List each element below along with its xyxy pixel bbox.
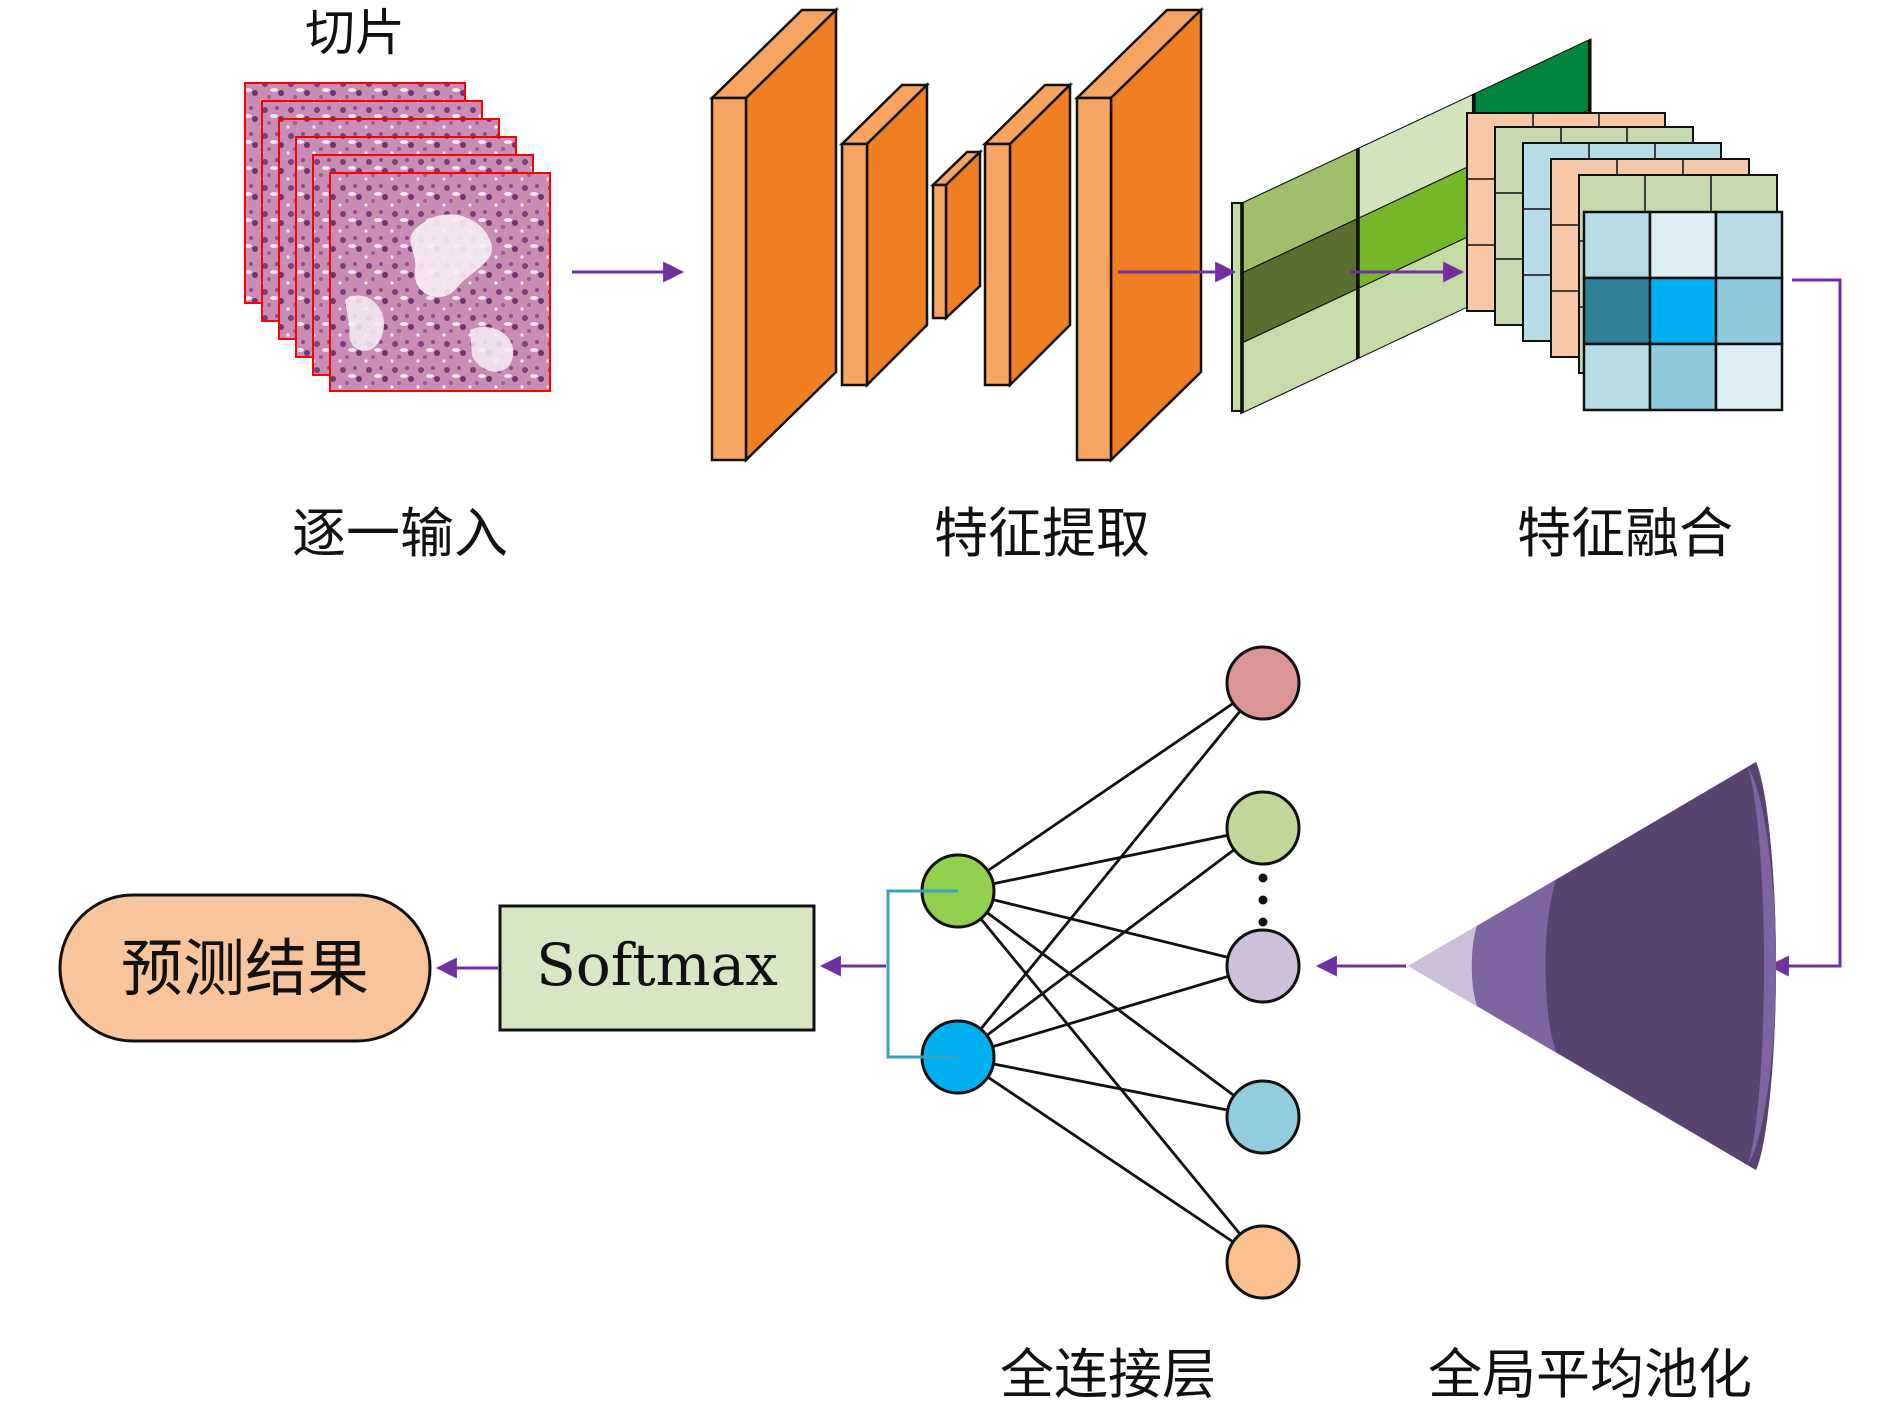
- fc-output-node-green: [1225, 790, 1301, 866]
- connector-fusion-to-pool: [1767, 278, 1842, 977]
- fc-nodes: [920, 645, 1301, 1300]
- fc-edge: [956, 890, 1265, 1263]
- feature-fusion-label: 特征融合: [1517, 502, 1733, 565]
- ellipsis-dots: [1258, 873, 1268, 927]
- fc-edge: [956, 682, 1265, 1058]
- fusion-front-cell: [1648, 276, 1718, 346]
- global-avg-pooling-label: 全局平均池化: [1428, 1343, 1752, 1406]
- fusion-front-cell: [1714, 276, 1784, 346]
- prediction-label: 预测结果: [121, 932, 369, 1005]
- fc-edge: [957, 1055, 1264, 1119]
- fc-edge: [957, 681, 1264, 893]
- fc-output-node-lavender: [1225, 928, 1301, 1004]
- fully-connected-label: 全连接层: [1000, 1343, 1216, 1406]
- slices-label: 切片: [305, 4, 405, 62]
- fusion-front-cell: [1648, 210, 1718, 280]
- fc-edge: [957, 826, 1264, 893]
- conv-block-5: [1073, 7, 1205, 463]
- fc-edge: [957, 964, 1264, 1059]
- conv-block-1: [708, 7, 840, 463]
- fc-edge: [957, 1055, 1264, 1264]
- fc-input-bracket: [886, 889, 958, 1059]
- fusion-front-cell: [1714, 342, 1784, 412]
- fc-output-node-red: [1225, 645, 1301, 721]
- fusion-front-cell: [1582, 210, 1652, 280]
- fc-connections: [956, 681, 1265, 1264]
- slice-stack: [244, 82, 551, 392]
- fc-edge: [957, 889, 1264, 968]
- input-label: 逐一输入: [292, 502, 508, 565]
- fusion-front-cell: [1648, 342, 1718, 412]
- fusion-front-cell: [1582, 342, 1652, 412]
- softmax-label: Softmax: [536, 931, 778, 999]
- fc-output-node-cyan: [1225, 1079, 1301, 1155]
- fusion-front-cell: [1714, 210, 1784, 280]
- feature-fusion-stack: [1466, 112, 1784, 412]
- prediction-box: [58, 893, 432, 1043]
- slice-image-front: [329, 172, 551, 392]
- fc-edge: [957, 826, 1264, 1059]
- global-avg-pooling-cone: [1408, 762, 1776, 1170]
- fc-output-node-peach: [1225, 1224, 1301, 1300]
- softmax-box: [498, 904, 816, 1032]
- conv-block-4: [981, 82, 1074, 389]
- conv-block-3: [929, 149, 984, 321]
- conv-block-2: [838, 82, 931, 389]
- fusion-front-cell: [1582, 276, 1652, 346]
- feature-extraction-label: 特征提取: [934, 502, 1150, 565]
- fc-edge: [957, 889, 1264, 1119]
